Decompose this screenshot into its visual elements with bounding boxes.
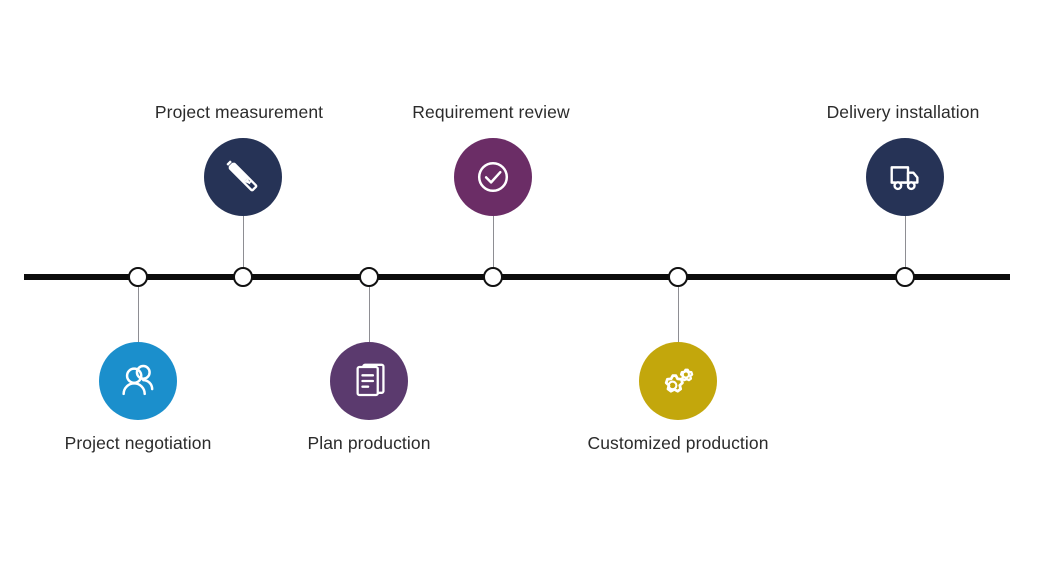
timeline-node-2[interactable] — [233, 267, 253, 287]
timeline-node-1[interactable] — [128, 267, 148, 287]
connector-stem-3 — [369, 283, 370, 342]
step-icon-bubble-5[interactable] — [639, 342, 717, 420]
step-icon-bubble-4[interactable] — [454, 138, 532, 216]
step-label-3: Plan production — [307, 433, 431, 453]
timeline-axis — [24, 274, 1010, 280]
gears-icon — [655, 358, 701, 404]
step-label-1: Project negotiation — [64, 433, 212, 453]
step-label-4: Requirement review — [412, 102, 570, 122]
step-icon-bubble-3[interactable] — [330, 342, 408, 420]
step-icon-bubble-2[interactable] — [204, 138, 282, 216]
connector-stem-6 — [905, 216, 906, 274]
connector-stem-4 — [493, 216, 494, 274]
documents-icon — [348, 360, 390, 402]
step-label-5: Customized production — [587, 433, 769, 453]
timeline-node-3[interactable] — [359, 267, 379, 287]
timeline-node-4[interactable] — [483, 267, 503, 287]
step-label-6: Delivery installation — [826, 102, 980, 122]
step-icon-bubble-6[interactable] — [866, 138, 944, 216]
connector-stem-1 — [138, 283, 139, 342]
timeline-node-5[interactable] — [668, 267, 688, 287]
timeline-node-6[interactable] — [895, 267, 915, 287]
step-icon-bubble-1[interactable] — [99, 342, 177, 420]
check-circle-icon — [470, 154, 516, 200]
users-icon — [115, 358, 161, 404]
connector-stem-5 — [678, 283, 679, 342]
delivery-truck-icon — [883, 155, 927, 199]
connector-stem-2 — [243, 216, 244, 274]
step-label-2: Project measurement — [154, 102, 324, 122]
pencil-ruler-icon — [220, 154, 266, 200]
